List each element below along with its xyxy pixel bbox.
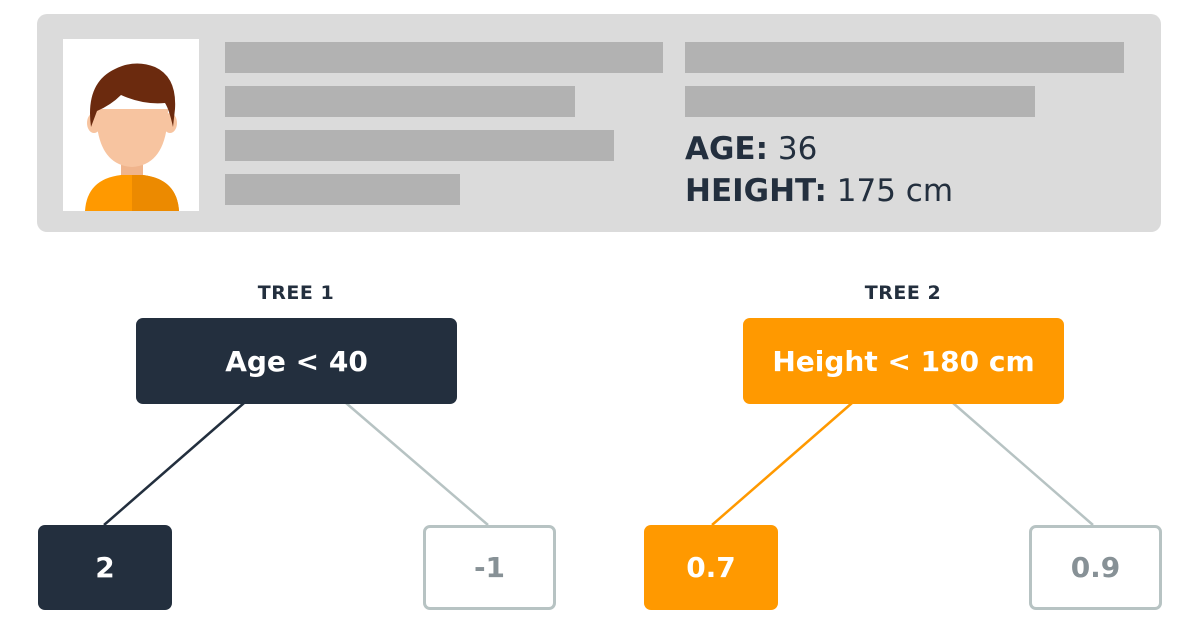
tree2-right-leaf: 0.9 — [1029, 525, 1162, 610]
tree2-left-leaf: 0.7 — [644, 525, 778, 610]
person-avatar-icon — [63, 39, 199, 211]
age-label: AGE: — [685, 131, 769, 167]
tree2-label: TREE 2 — [864, 282, 942, 304]
tree1-left-edge — [103, 402, 245, 526]
tree1-root-node: Age < 40 — [136, 318, 457, 404]
placeholder-bar — [225, 174, 460, 205]
tree1-label: TREE 1 — [257, 282, 335, 304]
tree2-root-node: Height < 180 cm — [743, 318, 1064, 404]
placeholder-bar — [685, 86, 1035, 117]
profile-card: AGE: 36 HEIGHT: 175 cm — [37, 14, 1161, 232]
placeholder-bar — [685, 42, 1124, 73]
height-value: 175 cm — [836, 173, 954, 209]
age-value: 36 — [777, 131, 818, 167]
tree1-right-edge — [345, 402, 489, 526]
age-stat: AGE: 36 — [685, 129, 817, 169]
tree1-right-leaf: -1 — [423, 525, 556, 610]
placeholder-bar — [225, 130, 614, 161]
tree2-right-edge — [952, 402, 1094, 526]
height-stat: HEIGHT: 175 cm — [685, 171, 953, 211]
tree2-left-edge — [711, 402, 853, 526]
placeholder-bar — [225, 86, 575, 117]
placeholder-bar — [225, 42, 663, 73]
height-label: HEIGHT: — [685, 173, 827, 209]
tree1-left-leaf: 2 — [38, 525, 172, 610]
